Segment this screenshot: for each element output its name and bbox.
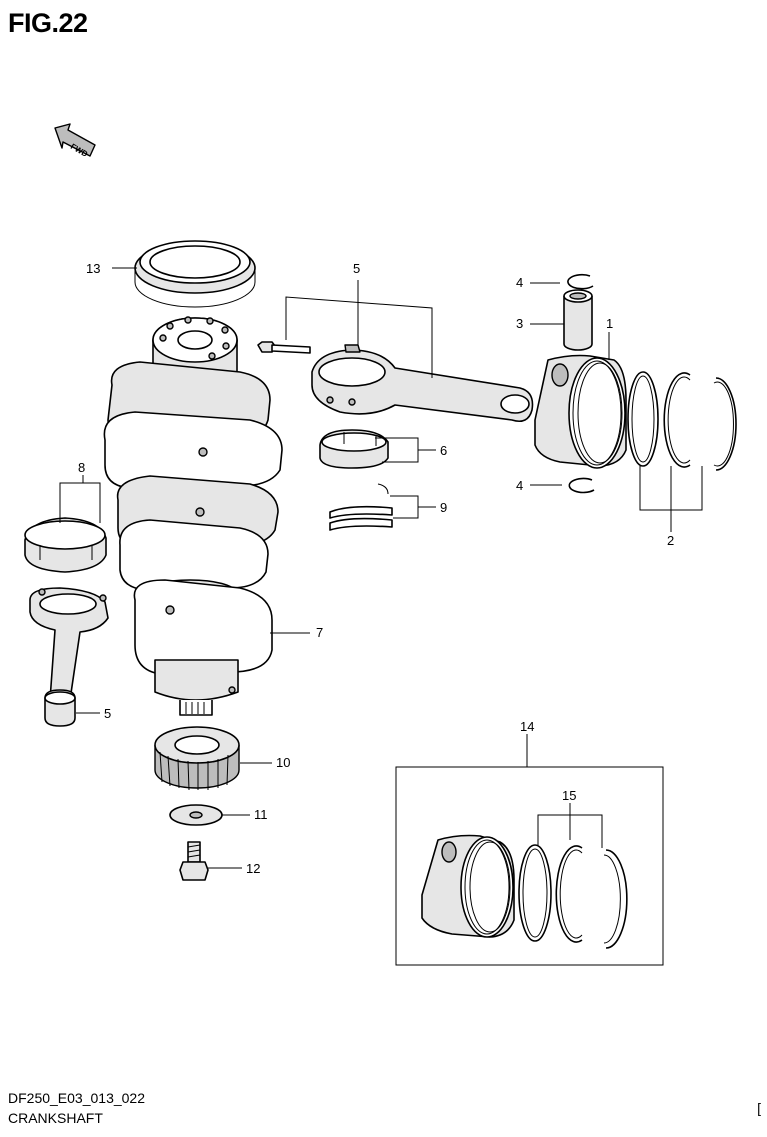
callout-5-top: 5: [353, 261, 360, 276]
callout-15: 15: [562, 788, 576, 803]
part-1-piston[interactable]: [534, 354, 627, 469]
callout-14: 14: [520, 719, 534, 734]
callout-1: 1: [606, 316, 613, 331]
callout-2: 2: [667, 533, 674, 548]
part-3-piston-pin[interactable]: [563, 289, 593, 351]
callout-11: 11: [254, 807, 268, 822]
part-15-piston-rings[interactable]: [518, 844, 628, 949]
part-9-thrust-washer[interactable]: [329, 483, 393, 531]
figure-title: FIG.22: [8, 8, 88, 38]
diagram-code: DF250_E03_013_022: [8, 1090, 146, 1106]
part-12-bolt[interactable]: [179, 841, 209, 881]
part-10-timing-gear[interactable]: [154, 726, 240, 791]
callout-8: 8: [78, 460, 85, 475]
callout-5-left: 5: [104, 706, 111, 721]
callout-9: 9: [440, 500, 447, 515]
callout-13: 13: [86, 261, 100, 276]
part-13-oil-seal[interactable]: [134, 240, 256, 308]
corner-mark: [: [757, 1100, 761, 1116]
callout-6: 6: [440, 443, 447, 458]
part-4-circlip-top[interactable]: [567, 273, 594, 290]
part-8-bearing[interactable]: [24, 517, 107, 573]
callout-7: 7: [316, 625, 323, 640]
part-6-rod-bearing[interactable]: [319, 429, 389, 469]
callout-3: 3: [516, 316, 523, 331]
part-5-connecting-rod-left[interactable]: [29, 587, 109, 727]
part-4-circlip-bottom[interactable]: [568, 477, 595, 494]
part-14-piston-set-box[interactable]: [395, 766, 664, 966]
part-2-piston-rings[interactable]: [627, 371, 737, 471]
section-title: CRANKSHAFT: [8, 1110, 103, 1126]
part-7-crankshaft[interactable]: [103, 316, 283, 716]
callout-10: 10: [276, 755, 290, 770]
part-11-washer[interactable]: [169, 804, 223, 826]
callout-4-bottom: 4: [516, 478, 523, 493]
part-5-connecting-rod-top[interactable]: [257, 341, 534, 423]
fwd-arrow-icon: FWD: [54, 123, 96, 159]
callout-4-top: 4: [516, 275, 523, 290]
callout-12: 12: [246, 861, 260, 876]
part-14-piston[interactable]: [421, 834, 515, 938]
